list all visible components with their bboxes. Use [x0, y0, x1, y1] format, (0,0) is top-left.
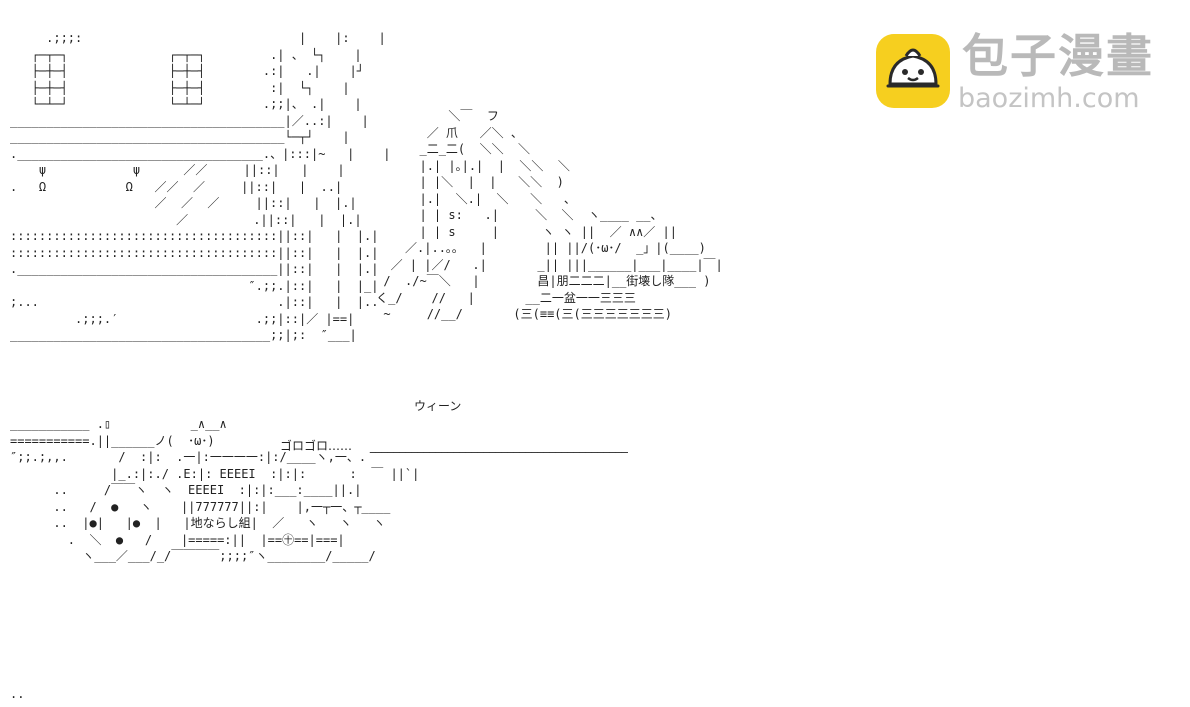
excavator-ascii-art: ＼￣ フ ／ 爪 ／＼ 、 _二_二( ＼＼ ＼ |.| |｡|.| | ＼＼ … — [376, 109, 723, 321]
footer-dots: .. — [10, 687, 25, 701]
gorogoro-text: ゴロゴロ…… — [280, 439, 353, 453]
watermark-name: 包子漫畫 — [962, 29, 1154, 83]
steamed-bun-icon — [876, 34, 950, 108]
watermark-url: baozimh.com — [958, 83, 1140, 114]
watermark: 包子漫畫 baozimh.com — [876, 30, 1166, 114]
sound-effect-gorogoro: ゴロゴロ…… _________________________________… — [280, 437, 628, 454]
building-ascii-art: .;;;: | |: | ┌─┬─┐ ┌─┬─┐ .| 、 └┐ | ├─┼─┤… — [10, 31, 391, 342]
gorogoro-underline: ________________________________________… — [369, 439, 628, 453]
sound-effect-uiin: ウィーン — [414, 399, 462, 413]
road-roller-ascii-art: ___________ .▯ _∧__∧ ===========.||_____… — [10, 417, 420, 563]
